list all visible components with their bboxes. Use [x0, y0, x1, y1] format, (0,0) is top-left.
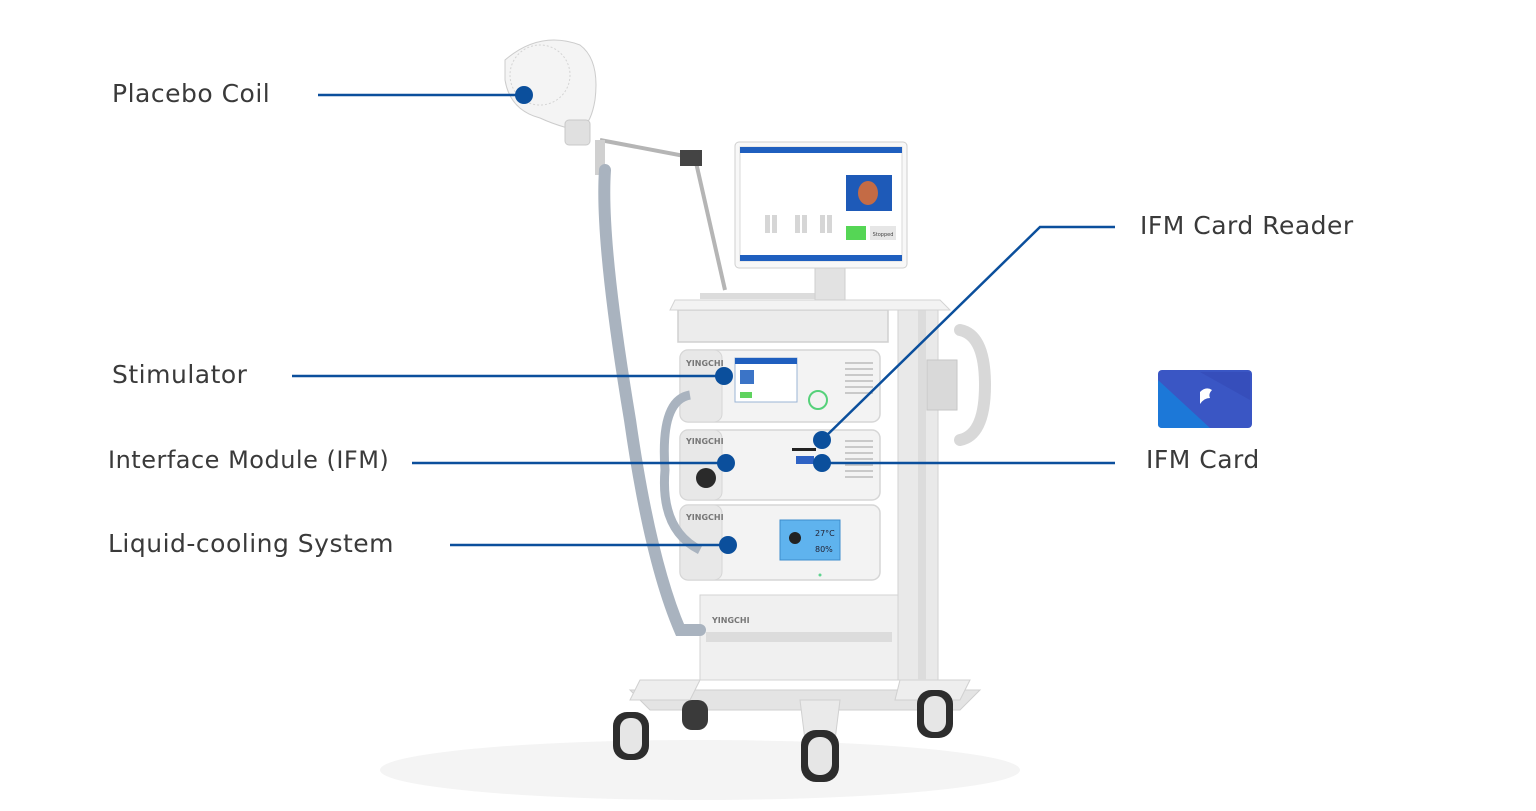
callout-label-liquid-cooling: Liquid-cooling System: [108, 529, 395, 558]
callout-label-card-reader: IFM Card Reader: [1140, 211, 1354, 240]
wheel-icon: [801, 730, 839, 782]
placebo-coil: [504, 39, 597, 146]
svg-text:80%: 80%: [815, 545, 833, 554]
card-slot: [792, 448, 816, 451]
coil-arm: [595, 138, 727, 291]
callout-dot-ifm: [717, 454, 735, 472]
monitor: Stopped: [734, 141, 908, 301]
monitor-status-button: Stopped: [873, 232, 894, 238]
svg-text:27°C: 27°C: [815, 529, 835, 538]
callout-dot-card-reader: [813, 431, 831, 449]
brand-logo: YINGCHI: [685, 437, 724, 446]
stimulator-knob: [808, 390, 828, 410]
wheel-icon: [682, 700, 708, 730]
callout-lines: [292, 93, 1115, 547]
interface-module-unit: YINGCHI: [679, 429, 881, 501]
callout-label-stimulator: Stimulator: [112, 360, 248, 389]
ifm-card-image: [1158, 370, 1252, 428]
callout-label-ifm-card: IFM Card: [1146, 445, 1260, 474]
callout-dot-ifm-card: [813, 454, 831, 472]
cooling-hose: [659, 390, 703, 555]
callout-label-placebo-coil: Placebo Coil: [112, 79, 271, 108]
coil-cable: [598, 164, 706, 636]
brand-logo: YINGCHI: [685, 513, 724, 522]
coil-connector: [696, 468, 716, 488]
floor-shadow: [380, 740, 1020, 800]
brand-logo: YINGCHI: [685, 359, 724, 368]
cooling-display: [779, 519, 841, 561]
callout-dot-placebo-coil: [515, 86, 533, 104]
cart-handle: [926, 324, 992, 446]
callout-dots: [515, 86, 831, 554]
wheel-icon: [613, 712, 649, 760]
storage-drawer: YINGCHI: [699, 594, 899, 681]
stimulator-unit: YINGCHI: [679, 349, 881, 423]
callout-dot-stimulator: [715, 367, 733, 385]
card-logo-icon: [1200, 388, 1212, 404]
brand-logo: YINGCHI: [711, 616, 750, 625]
callout-label-interface-module: Interface Module (IFM): [108, 446, 390, 474]
liquid-cooling-unit: YINGCHI 27°C 80%: [679, 504, 881, 581]
wheel-icon: [917, 690, 953, 738]
callout-dot-cooling: [719, 536, 737, 554]
top-shelf: [669, 293, 952, 343]
card-icon: [796, 456, 814, 464]
